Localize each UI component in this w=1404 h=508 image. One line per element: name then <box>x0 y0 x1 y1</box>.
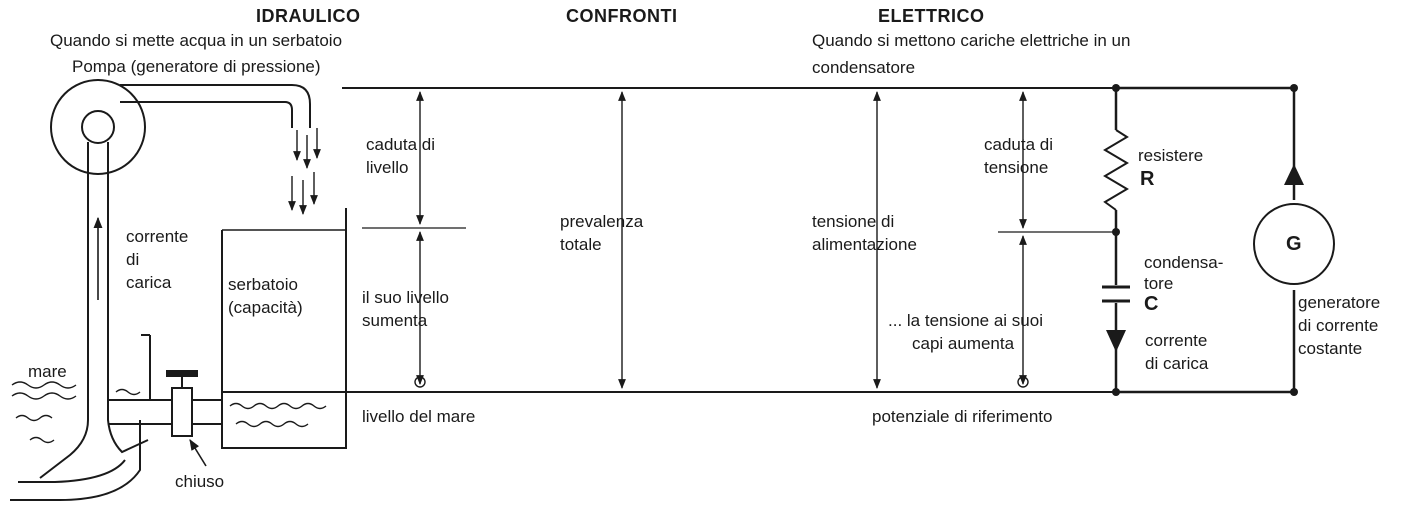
level-drop-label-2: livello <box>366 158 409 177</box>
closed-label: chiuso <box>175 472 225 491</box>
sea-waves <box>11 381 327 444</box>
header-electric: ELETTRICO <box>878 6 985 26</box>
hydraulic-intro: Quando si mette acqua in un serbatoio <box>50 31 343 50</box>
total-head-label-1: prevalenza <box>560 212 644 231</box>
tank-label-1: serbatoio <box>228 275 298 294</box>
voltage-rise-label-1: ... la tensione ai suoi <box>888 311 1043 330</box>
circuit-current-label-1: corrente <box>1145 331 1208 350</box>
sea-level-label: livello del mare <box>362 407 476 426</box>
voltage-drop-label-2: tensione <box>984 158 1049 177</box>
generator-label-1: generatore <box>1298 293 1381 312</box>
tank-label-2: (capacità) <box>228 298 303 317</box>
supply-voltage-label-1: tensione di <box>812 212 895 231</box>
capacitor-label-1: condensa- <box>1144 253 1224 272</box>
generator <box>1253 203 1335 285</box>
resistor-symbol: R <box>1140 168 1155 190</box>
tank <box>221 208 347 449</box>
header-hydraulic: IDRAULICO <box>256 6 361 26</box>
reference-marker <box>1017 376 1029 388</box>
generator-symbol: G <box>1286 233 1302 255</box>
level-rise-label-2: sumenta <box>362 311 428 330</box>
reference-label: potenziale di riferimento <box>872 407 1053 426</box>
voltage-rise-label-2: capi aumenta <box>912 334 1015 353</box>
charge-current-label-3: carica <box>126 273 172 292</box>
charge-current-label-1: corrente <box>126 227 189 246</box>
circuit-nodes <box>1112 84 1298 396</box>
charge-current-label-2: di <box>126 250 140 269</box>
capacitor-label-2: tore <box>1144 274 1174 293</box>
level-rise-label-1: il suo livello <box>362 288 449 307</box>
total-head-label-2: totale <box>560 235 602 254</box>
valve <box>108 334 222 437</box>
generator-label-2: di corrente <box>1298 316 1379 335</box>
sea-label: mare <box>28 362 67 381</box>
supply-voltage-label-2: alimentazione <box>812 235 917 254</box>
pump-label: Pompa (generatore di pressione) <box>72 57 321 76</box>
water-drops <box>288 128 321 215</box>
resistor <box>1103 129 1129 211</box>
generator-label-3: costante <box>1298 339 1363 358</box>
pump <box>10 79 311 501</box>
level-drop-label-1: caduta di <box>366 135 435 154</box>
resistor-label: resistere <box>1138 146 1204 165</box>
circuit-current-arrow <box>1106 330 1126 352</box>
sea-level-marker <box>414 376 426 388</box>
capacitor-symbol: C <box>1144 293 1159 315</box>
closed-pointer-arrow <box>189 439 207 467</box>
voltage-drop-label-1: caduta di <box>984 135 1053 154</box>
header-compare: CONFRONTI <box>566 6 678 26</box>
circuit-current-label-2: di carica <box>1145 354 1209 373</box>
electric-intro-2: condensatore <box>812 58 916 77</box>
generator-arrow <box>1284 164 1304 185</box>
electric-intro: Quando si mettono cariche elettriche in … <box>812 31 1131 50</box>
